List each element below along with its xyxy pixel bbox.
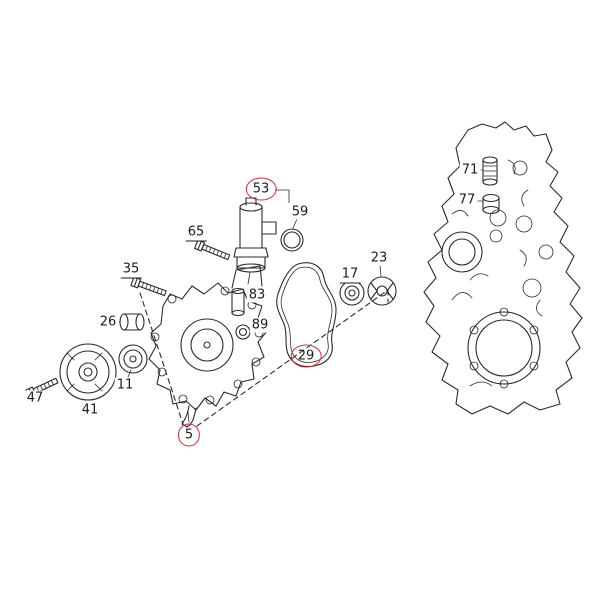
thermostat-insert-drawing bbox=[367, 265, 397, 306]
bushing-drawing bbox=[115, 313, 145, 331]
o-ring-drawing bbox=[280, 218, 304, 252]
timing-cover-drawing bbox=[423, 121, 583, 415]
part-label-65: 65 bbox=[185, 224, 207, 242]
pin-drawing bbox=[231, 287, 245, 317]
leader-53 bbox=[275, 189, 290, 203]
part-label-77: 77 bbox=[456, 192, 478, 208]
part-label-47: 47 bbox=[24, 390, 46, 406]
plug-drawing bbox=[235, 324, 251, 340]
part-label-23: 23 bbox=[368, 250, 390, 266]
bolt-65-drawing bbox=[194, 239, 231, 261]
group-boundary-lines bbox=[139, 289, 389, 427]
part-label-29: 29 bbox=[290, 344, 322, 368]
stud-drawing bbox=[476, 156, 498, 186]
part-label-59: 59 bbox=[289, 204, 311, 220]
roller-drawing bbox=[118, 344, 148, 378]
part-label-83: 83 bbox=[246, 287, 268, 303]
part-label-11: 11 bbox=[114, 377, 136, 393]
part-label-26: 26 bbox=[97, 314, 119, 330]
cap-drawing bbox=[474, 193, 500, 215]
part-label-41: 41 bbox=[79, 402, 101, 418]
thermostat-housing-drawing bbox=[233, 197, 277, 285]
part-label-71: 71 bbox=[459, 162, 481, 178]
pulley-drawing bbox=[59, 343, 117, 401]
part-label-17: 17 bbox=[339, 266, 361, 284]
part-label-35: 35 bbox=[120, 261, 142, 279]
bolt-35-drawing bbox=[130, 276, 167, 297]
part-label-5: 5 bbox=[177, 423, 201, 447]
part-label-53: 53 bbox=[245, 177, 277, 201]
part-label-89: 89 bbox=[249, 317, 271, 333]
idler-pulley-drawing bbox=[339, 280, 365, 306]
